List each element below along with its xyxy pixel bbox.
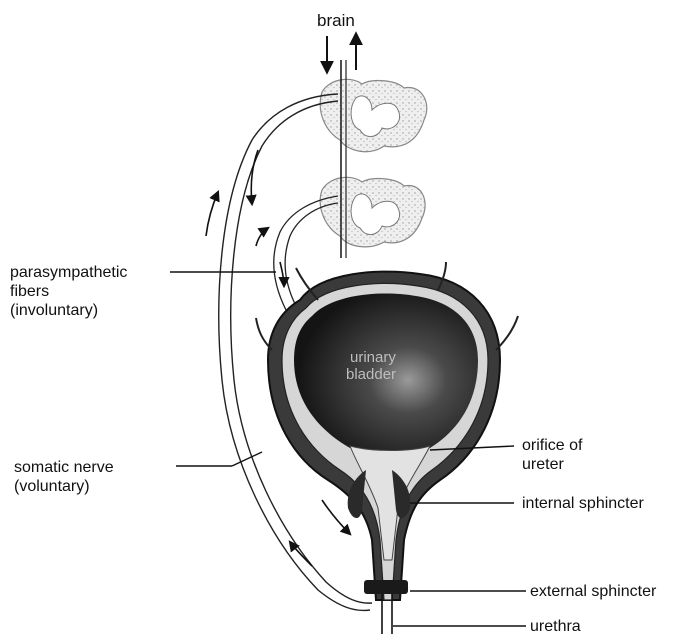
parasympathetic-fibers-label: parasympathetic fibers (involuntary)	[10, 263, 127, 320]
brain-label: brain	[317, 11, 355, 30]
spinal-cord-upper	[320, 79, 427, 151]
internal-sphincter-label: internal sphincter	[522, 494, 644, 513]
spinal-cord-lower	[320, 177, 425, 246]
urinary-bladder-label: urinary bladder	[346, 349, 396, 383]
urethra-label: urethra	[530, 617, 581, 636]
orifice-of-ureter-label: orifice of ureter	[522, 436, 582, 474]
somatic-nerve-label: somatic nerve (voluntary)	[14, 458, 114, 496]
external-sphincter-label: external sphincter	[530, 582, 656, 601]
